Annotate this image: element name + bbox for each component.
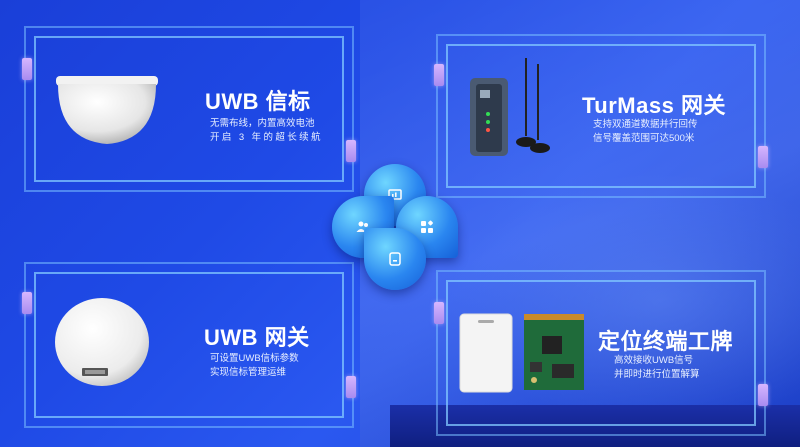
card-title: UWB 信标 (205, 89, 311, 114)
petal-bottom (364, 228, 426, 290)
card-description-line: 并即时进行位置解算 (614, 369, 700, 380)
card-title: 定位终端工牌 (598, 329, 734, 354)
card-description-line: 实现信标管理运维 (210, 367, 287, 378)
card-title: TurMass 网关 (582, 93, 726, 118)
card-title: UWB 网关 (204, 325, 310, 350)
badge-and-board-image (459, 313, 584, 393)
card-description-line: 可设置UWB信标参数 (210, 353, 299, 364)
tag-icon (389, 252, 401, 266)
card-description-line: 高效接收UWB信号 (614, 355, 694, 366)
chart-icon (388, 189, 402, 200)
card-description-line: 信号覆盖范围可达500米 (593, 133, 695, 144)
card-description-line: 开启 3 年的超长续航 (210, 132, 323, 143)
center-clover (330, 160, 460, 290)
card-description-line: 无需布线，内置高效电池 (210, 118, 315, 129)
card-description-line: 支持双通道数据并行回传 (593, 119, 698, 130)
apps-icon (421, 220, 433, 233)
gateway-antenna-image (470, 58, 550, 156)
round-gateway-image (55, 298, 149, 386)
dome-beacon-image (56, 76, 158, 144)
background-floor (390, 405, 800, 447)
